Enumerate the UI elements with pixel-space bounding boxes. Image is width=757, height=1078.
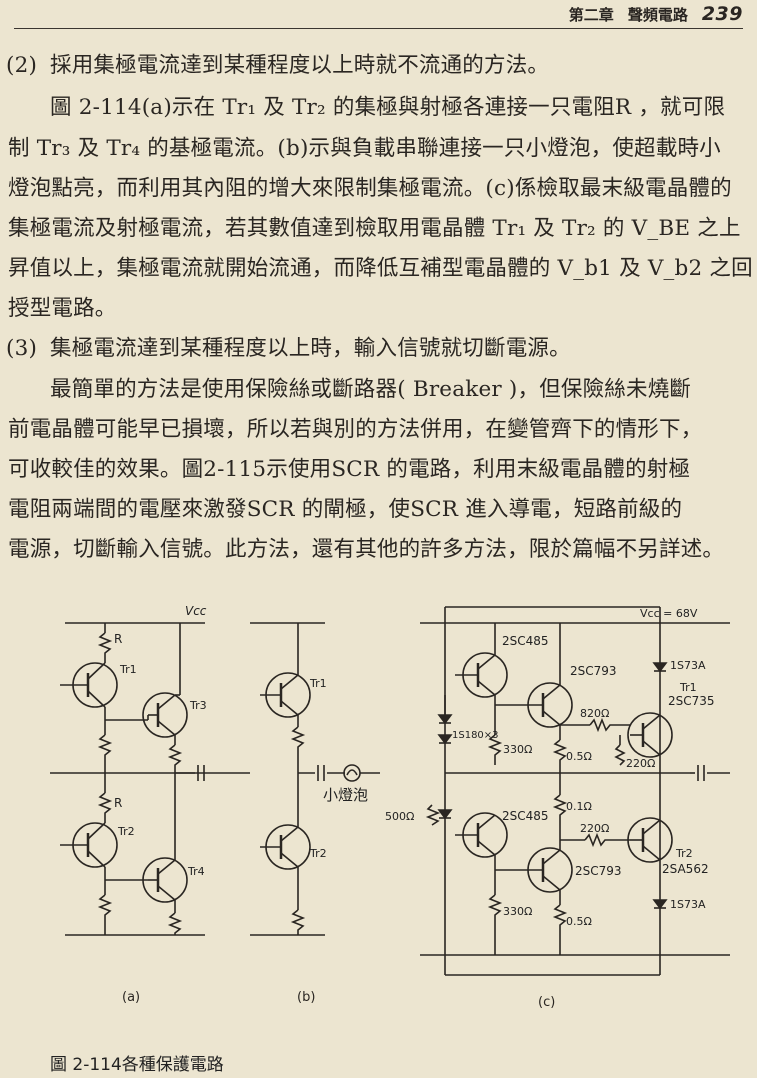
page-header: 第二章 聲頻電路 239 (14, 0, 743, 29)
circuit-b: Tr1 小燈泡 Tr2 (250, 622, 380, 936)
tr2-label: Tr2 (117, 825, 135, 838)
paragraph-line: 制 Tr₃ 及 Tr₄ 的基極電流。(b)示與負載串聯連接一只小燈泡，使超載時小 (8, 136, 721, 161)
paragraph-line: 電阻兩端間的電壓來激發SCR 的閘極，使SCR 進入導電，短路前級的 (8, 497, 683, 522)
vcc68-label: Vcc = 68V (640, 607, 698, 620)
sub-label-b: (b) (297, 990, 316, 1005)
q4-label: 2SC793 (575, 864, 622, 878)
r330a-label: 330Ω (503, 743, 532, 756)
tr1-label: Tr1 (119, 663, 137, 676)
circuit-a: Vcc R Tr1 Tr3 (50, 604, 250, 936)
page-number: 239 (701, 3, 743, 25)
sub-label-c: (c) (538, 995, 556, 1010)
q1-label: 2SC485 (502, 634, 549, 648)
paragraph-line: 圖 2-114(a)示在 Tr₁ 及 Tr₂ 的集極與射極各連接一只電阻R ，就… (50, 95, 726, 120)
item-3-heading: (3) 集極電流達到某種程度以上時，輸入信號就切斷電源。 (0, 331, 757, 362)
q3-label: 2SC485 (502, 809, 549, 823)
item-number: (2) (6, 53, 38, 78)
c-tr2-label: Tr2 (675, 847, 693, 860)
paragraph-line: 最簡單的方法是使用保險絲或斷路器( Breaker )，但保險絲未燒斷 (50, 377, 692, 402)
r820-label: 820Ω (580, 707, 609, 720)
q2-label: 2SC793 (570, 664, 617, 678)
d2-label: 1S73A (670, 898, 706, 911)
resistor-r-label: R (114, 632, 122, 646)
r05a-label: 0.5Ω (566, 750, 592, 763)
item-number: (3) (6, 336, 38, 361)
tr4-label: Tr4 (187, 865, 205, 878)
paragraph-line: 昇值以上，集極電流就開始流通，而降低互補型電晶體的 V_b1 及 V_b2 之回 (8, 256, 753, 281)
tr3-label: Tr3 (189, 699, 207, 712)
chapter-label: 第二章 (568, 5, 614, 24)
item-2-heading: (2) 採用集極電流達到某種程度以上時就不流通的方法。 (0, 48, 757, 79)
chapter-title: 聲頻電路 (627, 5, 688, 24)
r01-label: 0.1Ω (566, 800, 592, 813)
r500-label: 500Ω (385, 810, 414, 823)
paragraph-line: 前電晶體可能早已損壞，所以若與別的方法併用，在變管齊下的情形下， (8, 417, 703, 442)
lamp-label: 小燈泡 (323, 786, 368, 804)
r05b-label: 0.5Ω (566, 915, 592, 928)
circuit-figure: Vcc R Tr1 Tr3 (40, 595, 750, 1020)
c-tr1-label: Tr1 (679, 681, 697, 694)
paragraph-line: 集極電流及射極電流，若其數值達到檢取用電晶體 Tr₁ 及 Tr₂ 的 V_BE … (8, 216, 741, 241)
b-tr2-label: Tr2 (309, 847, 327, 860)
circuit-c: Vcc = 68V 2SC485 330Ω 1S180×3 (385, 606, 730, 976)
dstack-label: 1S180×3 (452, 730, 499, 741)
figure-caption: 圖 2-114各種保護電路 (50, 1055, 224, 1075)
paragraph-line: 電源，切斷輸入信號。此方法，還有其他的許多方法，限於篇幅不另詳述。 (8, 537, 725, 562)
c-tr2-type: 2SA562 (662, 862, 709, 876)
resistor-r2-label: R (114, 796, 122, 810)
paragraph-line: 授型電路。 (8, 296, 117, 321)
paragraph-line: 燈泡點亮，而利用其內阻的增大來限制集極電流。(c)係檢取最末級電晶體的 (8, 176, 732, 201)
b-tr1-label: Tr1 (309, 677, 327, 690)
sub-label-a: (a) (122, 990, 141, 1005)
d1-label: 1S73A (670, 659, 706, 672)
r330b-label: 330Ω (503, 905, 532, 918)
vcc-label: Vcc (185, 604, 207, 618)
item-title: 集極電流達到某種程度以上時，輸入信號就切斷電源。 (50, 336, 571, 361)
item-title: 採用集極電流達到某種程度以上時就不流通的方法。 (50, 53, 550, 78)
r220a-label: 220Ω (626, 757, 655, 770)
r220b-label: 220Ω (580, 822, 609, 835)
c-tr1-type: 2SC735 (668, 694, 715, 708)
paragraph-line: 可收較佳的效果。圖2-115示使用SCR 的電路，利用末級電晶體的射極 (8, 457, 691, 482)
